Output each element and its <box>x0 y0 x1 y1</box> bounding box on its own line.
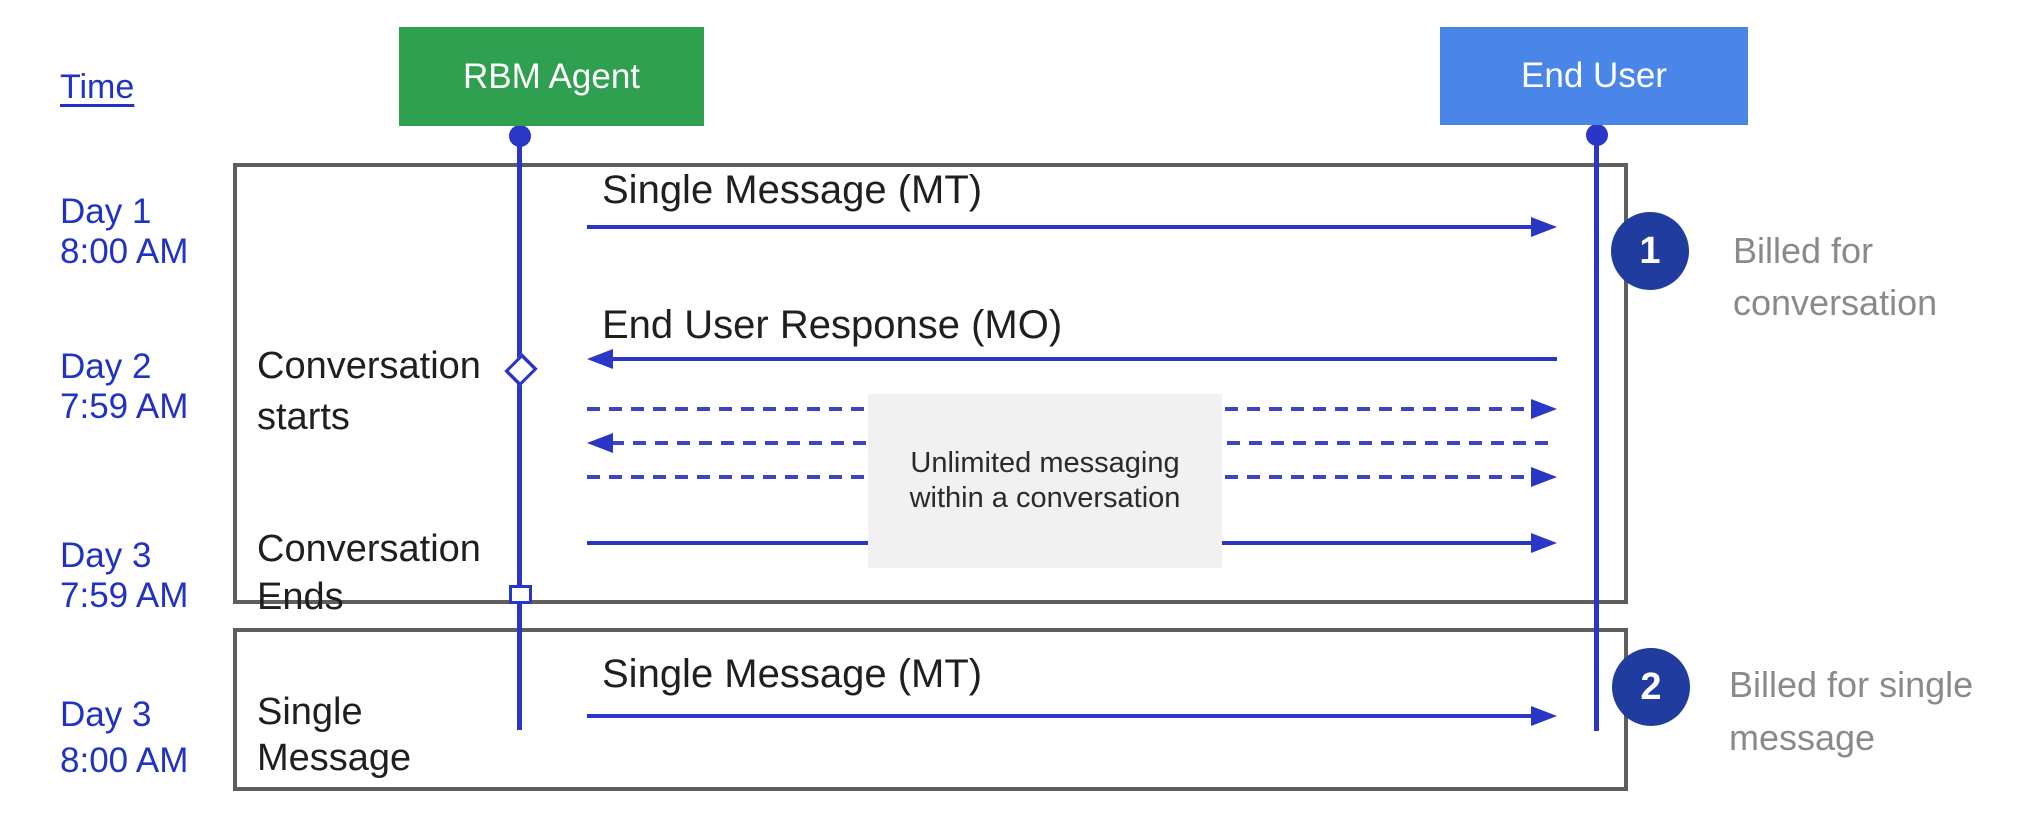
callout-line2: conversation <box>1733 282 1938 323</box>
message-label-end-user-response-mo: End User Response (MO) <box>602 303 1063 347</box>
callout-line1: Billed for <box>1733 230 1874 271</box>
message-line-mo <box>611 357 1557 361</box>
end-user-lifeline <box>1594 125 1599 731</box>
label-line1: Conversation <box>257 345 481 387</box>
tick-day: Day 3 <box>60 695 152 734</box>
actor-name: End User <box>1521 56 1667 95</box>
lifeline-start-dot-icon <box>1586 124 1608 146</box>
label-line2: Message <box>257 737 412 779</box>
arrowhead-right-icon <box>1531 706 1557 726</box>
time-tick-day2: Day 2 7:59 AM <box>60 347 188 427</box>
label-line1: Conversation <box>257 528 481 570</box>
label-line1: Single <box>257 691 363 733</box>
arrowhead-right-icon <box>1531 467 1557 487</box>
note-line2: within a conversation <box>909 482 1181 514</box>
time-axis-label: Time <box>60 68 135 106</box>
label-line2: starts <box>257 396 350 438</box>
billing-badge-1: 1 <box>1611 212 1689 290</box>
billed-for-single-message-label: Billed for single message <box>1729 664 1973 759</box>
badge-number: 2 <box>1640 665 1662 708</box>
arrowhead-right-icon <box>1531 399 1557 419</box>
time-tick-day3-single: Day 3 8:00 AM <box>60 692 188 784</box>
unlimited-messaging-note: Unlimited messaging within a conversatio… <box>868 394 1222 568</box>
label-line2: Ends <box>257 576 344 618</box>
arrowhead-right-icon <box>1531 533 1557 553</box>
message-line-mt-2 <box>587 714 1533 718</box>
lifeline-start-dot-icon <box>509 125 531 147</box>
actor-rbm-agent: RBM Agent <box>399 27 704 126</box>
tick-time: 8:00 AM <box>60 741 189 780</box>
tick-time: 8:00 AM <box>60 232 189 271</box>
billed-for-conversation-label: Billed for conversation <box>1733 230 1937 324</box>
conversation-starts-label: Conversation starts <box>257 345 481 438</box>
conversation-ends-label: Conversation Ends <box>257 528 481 618</box>
rbm-agent-lifeline <box>517 126 522 730</box>
tick-time: 7:59 AM <box>60 387 189 426</box>
callout-line1: Billed for single <box>1729 664 1974 705</box>
time-tick-day3-end: Day 3 7:59 AM <box>60 536 188 616</box>
note-line1: Unlimited messaging <box>910 447 1180 479</box>
single-message-annotation: Single Message <box>257 691 411 779</box>
arrowhead-left-icon <box>587 349 613 369</box>
arrowhead-right-icon <box>1531 217 1557 237</box>
time-tick-day1: Day 1 8:00 AM <box>60 192 188 272</box>
conversation-end-marker-square-icon <box>509 585 532 604</box>
billing-badge-2: 2 <box>1612 648 1690 726</box>
tick-day: Day 3 <box>60 536 152 575</box>
conversation-frame <box>233 163 1628 604</box>
actor-name: RBM Agent <box>462 56 641 96</box>
tick-time: 7:59 AM <box>60 576 189 615</box>
callout-line2: message <box>1729 717 1876 758</box>
message-label-single-message-mt: Single Message (MT) <box>602 168 983 212</box>
tick-day: Day 2 <box>60 347 152 386</box>
message-line-mt <box>587 225 1533 229</box>
badge-number: 1 <box>1639 229 1661 272</box>
actor-end-user: End User <box>1440 27 1748 125</box>
message-label-single-message-mt-2: Single Message (MT) <box>602 652 983 696</box>
arrowhead-left-icon <box>587 433 613 453</box>
tick-day: Day 1 <box>60 192 152 231</box>
